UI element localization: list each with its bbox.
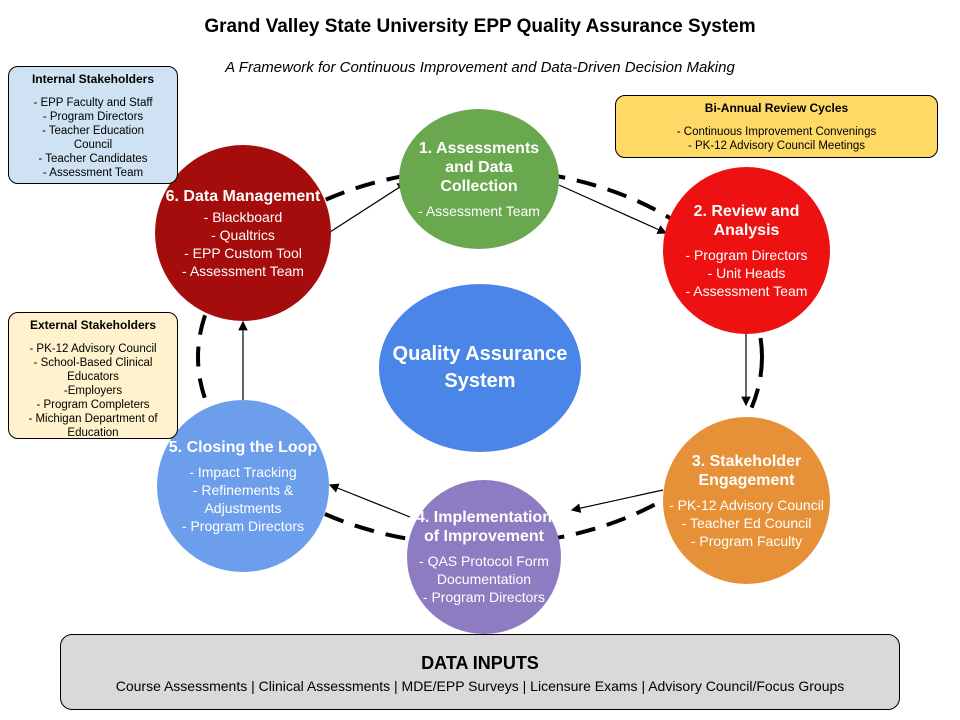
step-items: - Blackboard - Qualtrics - EPP Custom To…	[182, 208, 304, 280]
data-inputs-list: Course Assessments | Clinical Assessment…	[115, 678, 845, 694]
step-items: - Assessment Team	[418, 202, 540, 220]
step-item: - PK-12 Advisory Council	[669, 496, 824, 513]
box-item: -Employers	[63, 385, 123, 397]
box-item: - Michigan Department of Education	[28, 413, 158, 439]
step-item: - Impact Tracking	[189, 463, 297, 480]
step-6-data-management: 6. Data Management - Blackboard - Qualtr…	[155, 145, 331, 321]
step-item: - Assessment Team	[182, 262, 304, 279]
box-title: Bi-Annual Review Cycles	[704, 101, 849, 115]
cycle-dashed-ring	[196, 167, 764, 547]
box-item: - School-Based Clinical Educators	[33, 357, 153, 383]
diagram-title: Grand Valley State University EPP Qualit…	[204, 16, 756, 37]
step-title: 5. Closing the Loop	[168, 438, 318, 456]
step-title: 2. Review and Analysis	[693, 202, 800, 239]
box-title: Internal Stakeholders	[31, 72, 155, 86]
step-title: 3. Stakeholder Engagement	[691, 452, 802, 489]
step-3-stakeholder-engagement: 3. Stakeholder Engagement - PK-12 Adviso…	[663, 417, 830, 584]
step-item: - Blackboard	[203, 208, 283, 225]
box-item: - Program Completers	[36, 399, 150, 411]
box-item: - Teacher Candidates	[38, 153, 148, 165]
step-4-implementation-of-improvement: 4. Implementation of Improvement - QAS P…	[407, 480, 561, 634]
step-item: - Refinements & Adjustments	[192, 481, 294, 516]
step-2-review-analysis: 2. Review and Analysis - Program Directo…	[663, 167, 830, 334]
bi-annual-review-cycles-box: Bi-Annual Review Cycles - Continuous Imp…	[615, 95, 938, 158]
step-title: 1. Assessments and Data Collection	[418, 139, 540, 195]
arrow-step3-to-step4	[570, 489, 664, 513]
center-label: Quality Assurance System	[392, 343, 568, 392]
arrow-step1-to-step2	[558, 184, 668, 234]
arrow-step4-to-step5	[328, 483, 411, 518]
box-item: - PK-12 Advisory Council Meetings	[687, 140, 866, 152]
box-item: - Teacher Education Council	[41, 125, 145, 151]
center-quality-assurance-system: Quality Assurance System	[379, 284, 581, 452]
box-item: - Program Directors	[42, 111, 144, 123]
step-item: - Program Directors	[422, 589, 546, 605]
diagram-subtitle: A Framework for Continuous Improvement a…	[225, 59, 735, 76]
step-item: - Program Directors	[685, 246, 808, 263]
step-item: - Unit Heads	[707, 264, 786, 281]
arrow-step6-to-step1	[329, 182, 408, 233]
step-items: - Program Directors - Unit Heads - Asses…	[685, 246, 807, 300]
box-item: - Continuous Improvement Convenings	[676, 126, 877, 138]
step-items: - Impact Tracking - Refinements & Adjust…	[165, 463, 321, 535]
step-item: - EPP Custom Tool	[184, 244, 302, 261]
box-item: - Assessment Team	[42, 167, 144, 179]
data-inputs-panel: DATA INPUTS Course Assessments | Clinica…	[60, 634, 900, 710]
step-item: - Program Directors	[181, 517, 305, 534]
step-item: - Assessment Team	[685, 282, 808, 299]
box-title: External Stakeholders	[29, 318, 157, 332]
step-item: - QAS Protocol Form Documentation	[419, 553, 549, 587]
step-item: - Assessment Team	[418, 202, 540, 219]
step-items: - PK-12 Advisory Council - Teacher Ed Co…	[669, 496, 824, 550]
step-items: - QAS Protocol Form Documentation - Prog…	[415, 552, 553, 606]
step-1-assessments-data-collection: 1. Assessments and Data Collection - Ass…	[399, 109, 559, 249]
step-item: - Program Faculty	[690, 532, 803, 549]
internal-stakeholders-box: Internal Stakeholders - EPP Faculty and …	[8, 66, 178, 184]
step-title: 6. Data Management	[165, 187, 321, 205]
data-inputs-title: DATA INPUTS	[421, 653, 539, 673]
step-title: 4. Implementation of Improvement	[415, 509, 553, 545]
step-item: - Teacher Ed Council	[681, 514, 812, 531]
box-item: - EPP Faculty and Staff	[33, 97, 153, 109]
external-stakeholders-box: External Stakeholders - PK-12 Advisory C…	[8, 312, 178, 439]
box-item: - PK-12 Advisory Council	[29, 343, 157, 355]
step-item: - Qualtrics	[211, 226, 275, 243]
step-5-closing-the-loop: 5. Closing the Loop - Impact Tracking - …	[157, 400, 329, 572]
